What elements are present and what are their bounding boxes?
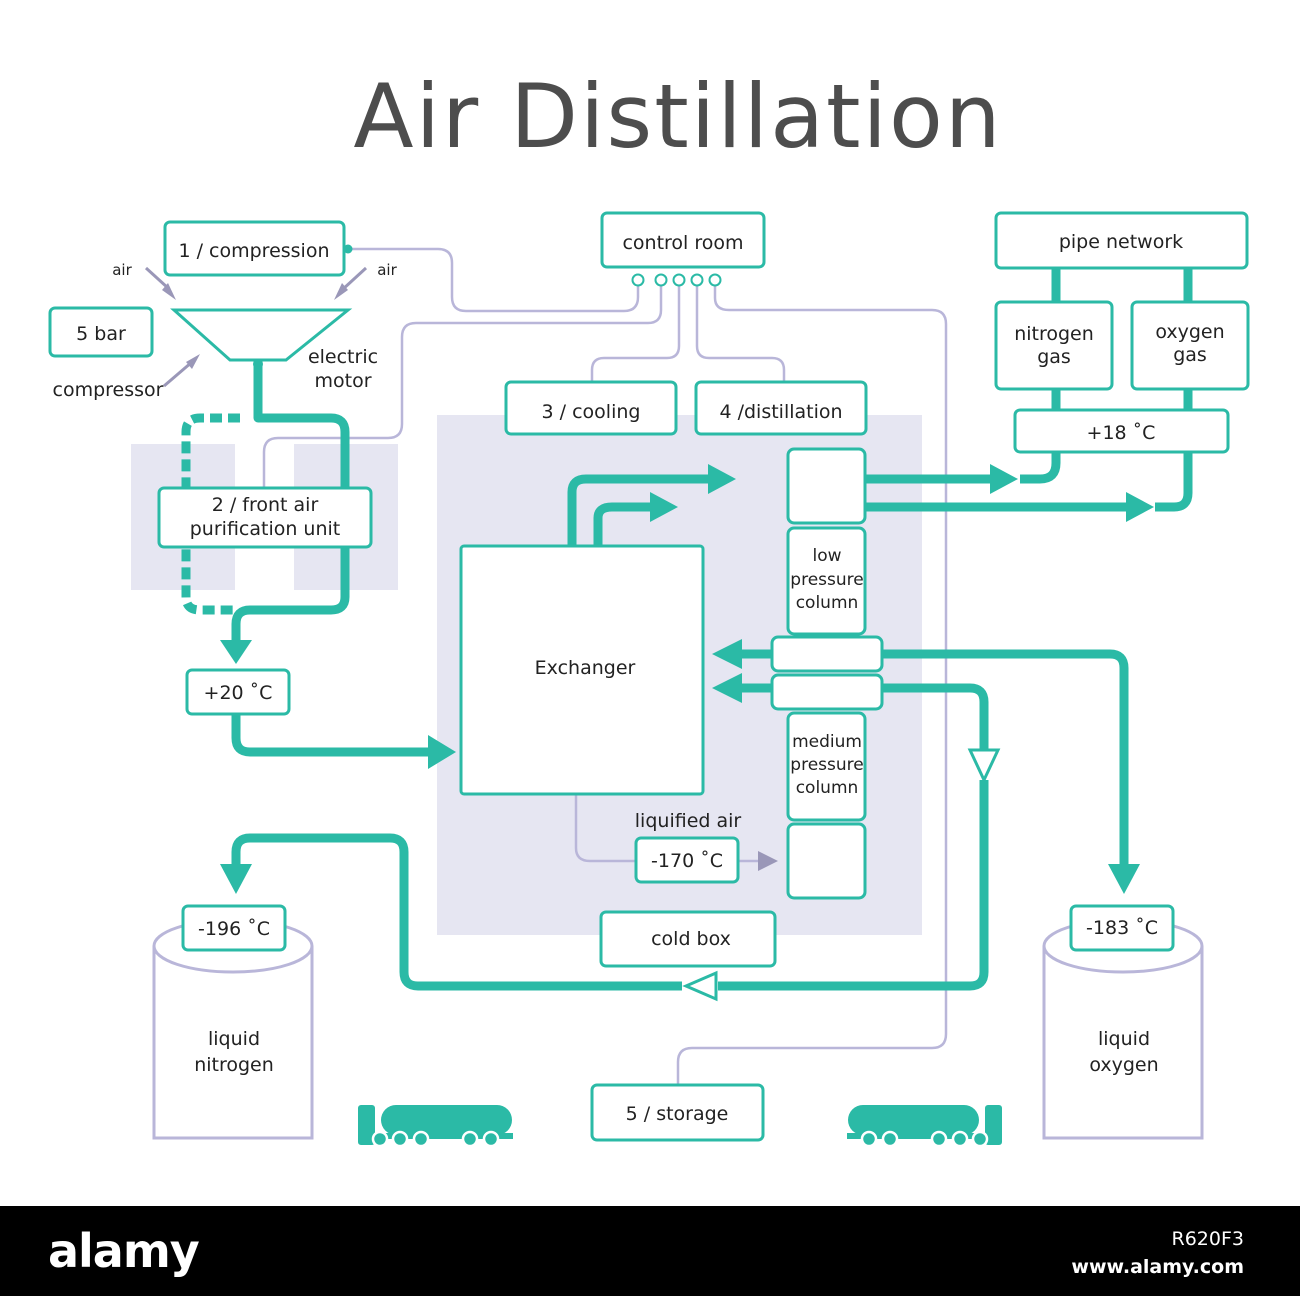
- oxygen-gas-label-line1: oxygen: [1155, 321, 1224, 343]
- five-bar-box: [48, 306, 154, 358]
- site-url: www.alamy.com: [1071, 1256, 1244, 1278]
- minus183-label: -183 ˚C: [1086, 917, 1158, 939]
- exchanger-box: [459, 544, 705, 796]
- air-label-right: air: [377, 261, 397, 279]
- plus20-label: +20 ˚C: [204, 682, 273, 704]
- control-lines: [262, 247, 948, 1085]
- plus18-label: +18 ˚C: [1087, 422, 1156, 444]
- arrow-into-exchanger-upper: [712, 639, 742, 669]
- low-pressure-label-line1: low: [812, 546, 841, 566]
- oxygen-gas-box: [1130, 300, 1250, 391]
- purification-box: [157, 486, 373, 549]
- minus183-box: [1069, 904, 1175, 952]
- electric-label: electric: [308, 346, 378, 368]
- tanker-truck-right-icon: [847, 1105, 1002, 1148]
- column-top-section: [786, 447, 867, 525]
- motor-label: motor: [314, 370, 371, 392]
- low-pressure-label-line3: column: [796, 593, 859, 613]
- nitrogen-gas-label-line1: nitrogen: [1014, 323, 1094, 345]
- arrow-down-loop: [967, 748, 1001, 784]
- medium-pressure-label-line2: pressure: [790, 755, 863, 775]
- purification-label-line2: purification unit: [190, 518, 341, 540]
- purification-label-line1: 2 / front air: [212, 494, 319, 516]
- image-id: R620F3: [1171, 1228, 1244, 1250]
- cooling-label: 3 / cooling: [542, 401, 641, 423]
- liquid-oxygen-label-line1: liquid: [1098, 1028, 1150, 1050]
- pipe-network-box: [994, 211, 1249, 270]
- cold-box-label-box: [599, 910, 777, 968]
- arrow-to-nitrogen-gas: [990, 464, 1018, 494]
- compression-label: 1 / compression: [178, 240, 329, 262]
- arrow-left-loop: [682, 970, 718, 1002]
- distillation-label: 4 /distillation: [719, 401, 842, 423]
- arrow-down-to-plus20: [220, 640, 252, 664]
- nitrogen-gas-label-line2: gas: [1037, 346, 1071, 368]
- low-pressure-label-line2: pressure: [790, 570, 863, 590]
- storage-box: [590, 1083, 765, 1142]
- liquid-nitrogen-label-line1: liquid: [208, 1028, 260, 1050]
- arrow-into-exchanger: [428, 735, 456, 769]
- minus170-label: -170 ˚C: [651, 850, 723, 872]
- tanker-truck-left-icon: [358, 1105, 513, 1148]
- column-bottom-section: [786, 822, 867, 900]
- distillation-box: [694, 380, 868, 436]
- nitrogen-gas-box: [994, 300, 1114, 391]
- control-room-box: [600, 211, 766, 269]
- minus170-box: [634, 836, 740, 884]
- arrow-into-exchanger-lower: [712, 673, 742, 703]
- arrow-down-to-liquid-oxygen: [1108, 864, 1140, 894]
- medium-pressure-label-line3: column: [796, 778, 859, 798]
- arrow-down-to-liquid-nitrogen: [220, 864, 252, 894]
- exchanger-label: Exchanger: [535, 657, 636, 679]
- low-pressure-column: [786, 526, 867, 636]
- control-room-label: control room: [622, 232, 743, 254]
- diagram-title: Air Distillation: [353, 65, 1002, 168]
- air-label-left: air: [112, 261, 132, 279]
- flow-arrows: [144, 266, 1154, 1002]
- column-ring-upper: [770, 635, 884, 673]
- minus196-label: -196 ˚C: [198, 918, 270, 940]
- liquid-nitrogen-label-line2: nitrogen: [194, 1054, 274, 1076]
- plus20-box: [185, 668, 291, 716]
- arrow-to-oxygen-gas: [1126, 492, 1154, 522]
- liquid-oxygen-label-line2: oxygen: [1089, 1054, 1158, 1076]
- brand-logo: alamy: [48, 1224, 200, 1278]
- liquified-air-label: liquified air: [635, 810, 742, 832]
- plus18-box: [1013, 408, 1230, 454]
- control-room-connectors: [631, 273, 722, 287]
- pipe-network-label: pipe network: [1059, 231, 1183, 253]
- storage-label: 5 / storage: [626, 1103, 729, 1125]
- cooling-box: [504, 380, 678, 436]
- watermark-footer: alamy R620F3 www.alamy.com: [0, 1206, 1300, 1296]
- arrow-to-column-upper: [708, 464, 736, 494]
- arrow-liquified-air: [758, 851, 778, 871]
- compressor-funnel: [170, 308, 353, 369]
- minus196-box: [181, 904, 287, 952]
- five-bar-label: 5 bar: [76, 323, 126, 345]
- compressor-label: compressor: [53, 379, 164, 401]
- cold-box-label: cold box: [651, 928, 731, 950]
- air-distillation-diagram: Air Distillation: [48, 65, 1250, 1148]
- medium-pressure-label-line1: medium: [792, 732, 862, 752]
- arrow-to-column-lower: [650, 492, 678, 522]
- distillation-column: [770, 447, 884, 900]
- oxygen-gas-label-line2: gas: [1173, 344, 1207, 366]
- column-ring-lower: [770, 673, 884, 711]
- medium-pressure-column: [786, 711, 867, 822]
